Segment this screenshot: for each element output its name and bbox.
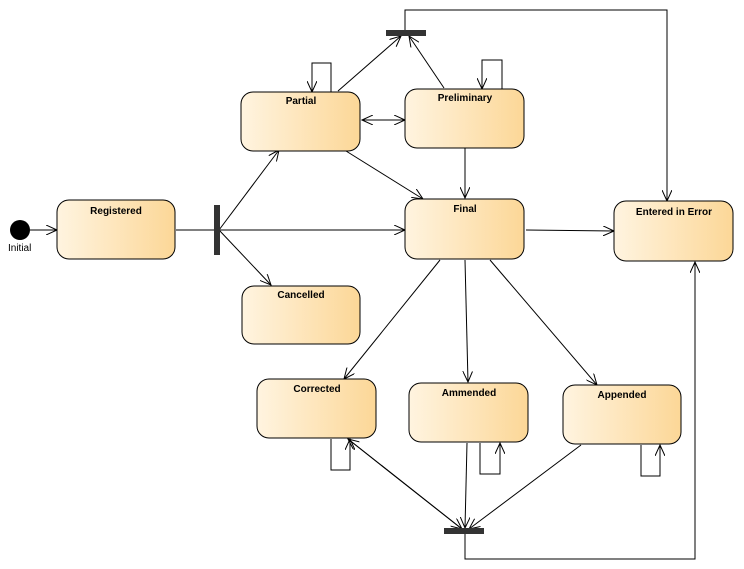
transition-top-join-entered-in-error	[404, 9, 667, 201]
state-entered-in-error-label: Entered in Error	[636, 207, 712, 218]
state-final: Final	[404, 198, 525, 260]
state-cancelled: Cancelled	[241, 285, 361, 345]
self-loop-preliminary	[482, 59, 503, 89]
transitions	[30, 9, 695, 560]
transition-preliminary-to-top-join	[409, 36, 445, 89]
transition-final-appended	[489, 259, 597, 385]
fork-bar	[214, 205, 220, 255]
state-partial: Partial	[240, 91, 361, 152]
state-final-label: Final	[453, 204, 477, 215]
state-appended: Appended	[562, 384, 682, 445]
state-preliminary: Preliminary	[404, 88, 525, 149]
state-registered: Registered	[56, 199, 176, 260]
transition-bottom-join-to-corrected	[348, 439, 463, 530]
self-loop-corrected	[330, 439, 350, 471]
transition-partial-final	[345, 150, 423, 199]
bottom-join-bar	[444, 528, 484, 534]
state-partial-label: Partial	[286, 96, 317, 107]
state-cancelled-label: Cancelled	[277, 290, 324, 301]
state-preliminary-label: Preliminary	[438, 93, 493, 104]
self-loop-appended	[640, 445, 660, 477]
transition-final-ammended	[465, 259, 468, 382]
state-corrected-label: Corrected	[293, 384, 340, 395]
self-loop-partial	[312, 62, 332, 92]
transition-ammended-to-bottom-join	[465, 442, 467, 528]
transition-appended-to-bottom-join	[469, 444, 582, 529]
initial-label: Initial	[8, 243, 31, 254]
transition-final-entered-in-error	[525, 230, 614, 231]
transition-fork-cancelled	[218, 229, 271, 285]
state-entered-in-error: Entered in Error	[613, 200, 734, 262]
state-corrected: Corrected	[256, 378, 377, 439]
transition-partial-to-top-join	[337, 36, 401, 92]
state-appended-label: Appended	[598, 390, 647, 401]
transition-fork-partial	[218, 150, 279, 231]
state-ammended: Ammended	[408, 382, 529, 443]
state-ammended-label: Ammended	[442, 388, 496, 399]
initial-node	[10, 220, 30, 240]
transition-final-corrected	[344, 259, 441, 379]
self-loop-ammended	[479, 443, 500, 475]
top-join-bar	[386, 30, 426, 36]
state-registered-label: Registered	[90, 206, 142, 217]
transition-bottom-join-entered-in-error	[464, 262, 695, 560]
